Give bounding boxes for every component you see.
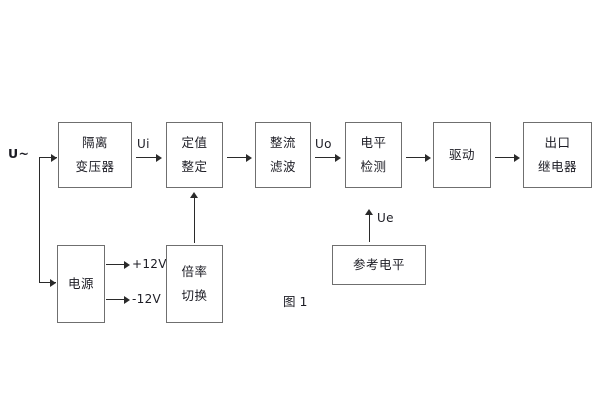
block-rectify-filter-line2: 滤波 xyxy=(269,159,296,174)
block-ratio-switch-line1: 倍率 xyxy=(181,264,208,280)
arrow-pos12-head xyxy=(124,261,130,269)
block-rectify-filter[interactable]: 整流 滤波 xyxy=(255,122,311,188)
block-drive[interactable]: 驱动 xyxy=(433,122,491,188)
branch-to-power-hline xyxy=(39,282,56,284)
block-level-detect[interactable]: 电平 检测 xyxy=(345,122,402,188)
arrow-uo-head xyxy=(335,154,341,162)
block-reference-level[interactable]: 参考电平 xyxy=(332,245,426,285)
block-isolation-transformer-line1: 隔离 xyxy=(81,135,108,151)
signal-label-ui: Ui xyxy=(137,137,150,151)
label-pos-12v: +12V xyxy=(132,257,167,271)
arrow-ue-head xyxy=(365,209,373,215)
figure-caption: 图 1 xyxy=(283,294,308,309)
signal-label-uo: Uo xyxy=(315,137,332,151)
block-power-supply[interactable]: 电源 xyxy=(57,245,105,323)
block-rectify-filter-line1: 整流 xyxy=(269,135,296,151)
block-reference-level-line1: 参考电平 xyxy=(352,257,405,273)
input-trunk-vline xyxy=(39,158,41,283)
block-output-relay-line2: 继电器 xyxy=(537,159,577,174)
block-level-detect-line2: 检测 xyxy=(360,159,387,174)
arrow-pos12-line xyxy=(106,264,126,266)
block-level-detect-line1: 电平 xyxy=(360,135,387,151)
branch-to-transformer-hline xyxy=(39,157,57,159)
block-ratio-switch[interactable]: 倍率 切换 xyxy=(166,245,223,323)
label-neg-12v: -12V xyxy=(132,292,162,306)
arrow-uo-line xyxy=(315,157,337,159)
arrow-ratio-to-setting-line xyxy=(194,197,196,243)
arrow-ue-line xyxy=(369,214,371,242)
arrow-drive-to-relay-line xyxy=(495,157,517,159)
branch-to-transformer-arrow xyxy=(51,154,57,162)
block-drive-line1: 驱动 xyxy=(448,147,475,163)
input-label-u: U~ xyxy=(8,146,30,161)
block-output-relay-line1: 出口 xyxy=(544,135,571,151)
arrow-ui-head xyxy=(156,154,162,162)
arrow-setting-to-rectify-head xyxy=(246,154,252,162)
arrow-ratio-to-setting-head xyxy=(190,192,198,198)
block-isolation-transformer-line2: 变压器 xyxy=(75,159,115,174)
block-power-supply-line1: 电源 xyxy=(67,276,94,292)
block-setting-adjust-line1: 定值 xyxy=(181,135,208,151)
arrow-neg12-line xyxy=(106,299,126,301)
arrow-detect-to-drive-head xyxy=(425,154,431,162)
arrow-ui-line xyxy=(136,157,158,159)
arrow-detect-to-drive-line xyxy=(406,157,428,159)
arrow-neg12-head xyxy=(124,296,130,304)
signal-label-ue: Ue xyxy=(377,211,394,225)
block-setting-adjust-line2: 整定 xyxy=(181,159,208,174)
block-output-relay[interactable]: 出口 继电器 xyxy=(523,122,592,188)
block-setting-adjust[interactable]: 定值 整定 xyxy=(166,122,223,188)
arrow-drive-to-relay-head xyxy=(514,154,520,162)
branch-to-power-arrow xyxy=(50,279,56,287)
block-isolation-transformer[interactable]: 隔离 变压器 xyxy=(58,122,132,188)
arrow-setting-to-rectify-line xyxy=(227,157,249,159)
block-ratio-switch-line2: 切换 xyxy=(181,288,208,303)
